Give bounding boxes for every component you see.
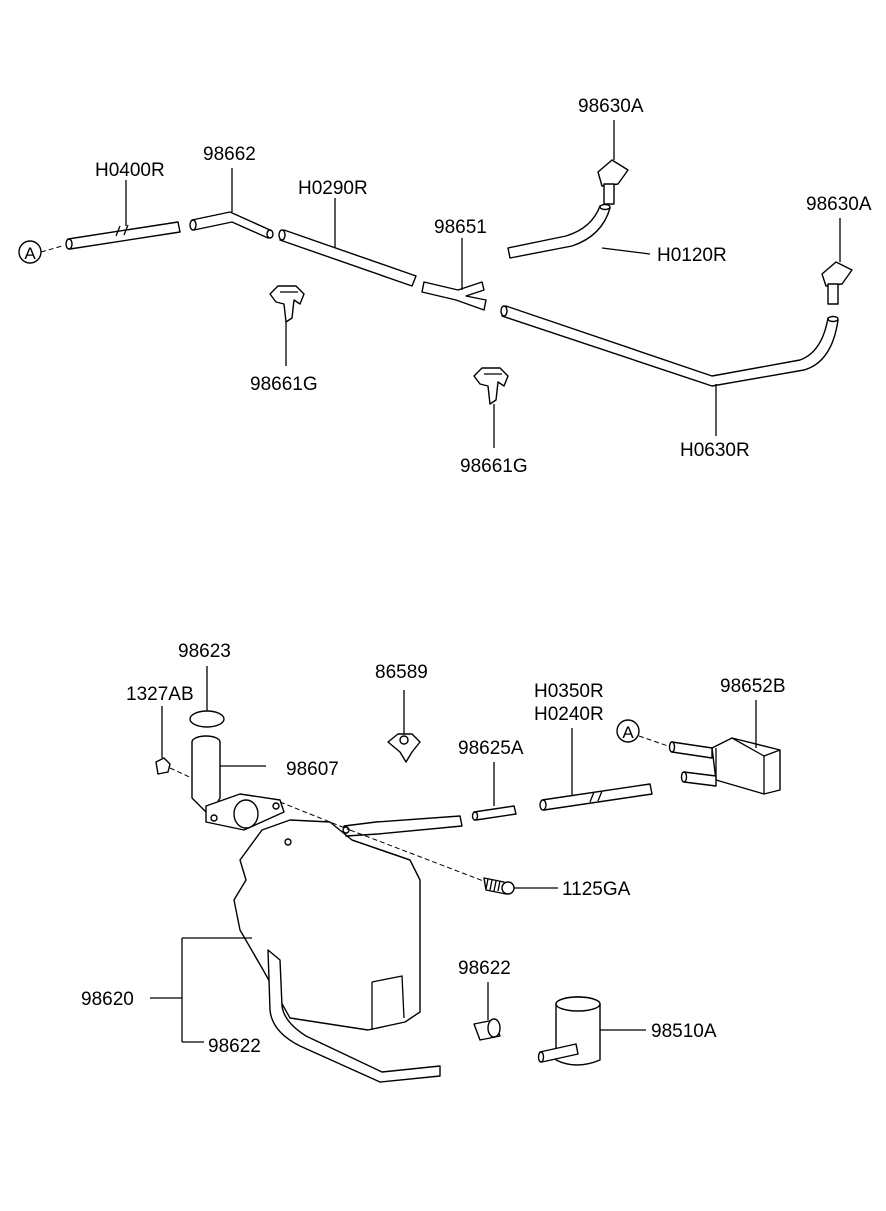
label-98623: 98623: [178, 641, 231, 662]
connector-a-label-bottom: A: [622, 723, 634, 742]
label-h0290r: H0290R: [298, 178, 368, 199]
clip-98661g-1: 98661G: [250, 285, 318, 395]
connector-a-marker-top: A: [18, 240, 63, 264]
label-98510a: 98510A: [651, 1021, 717, 1042]
label-98625a: 98625A: [458, 738, 524, 759]
tube-98662: 98662: [189, 144, 274, 239]
connector-a-label-top: A: [24, 244, 36, 263]
hose-h0630r: H0630R: [500, 305, 839, 461]
label-h0120r: H0120R: [657, 245, 727, 266]
hose-h0290r: H0290R: [278, 178, 417, 287]
label-h0350r: H0350R: [534, 681, 604, 702]
connector-a-marker-bottom: A: [616, 719, 669, 747]
nut-1327ab: 1327AB: [126, 684, 197, 781]
label-1327ab: 1327AB: [126, 684, 194, 705]
label-86589: 86589: [375, 662, 428, 683]
clip-86589: 86589: [375, 662, 428, 763]
label-98607: 98607: [286, 759, 339, 780]
pump-98510a: 98510A: [537, 996, 717, 1066]
label-98661g-2: 98661G: [460, 456, 528, 477]
tjoint-98651: 98651: [421, 217, 487, 311]
label-98630a-1: 98630A: [578, 96, 644, 117]
nozzle-98630a-2: 98630A: [806, 194, 872, 305]
label-98622-tank: 98622: [208, 1036, 261, 1057]
hose-h0350r-h0240r: H0350R H0240R: [534, 681, 653, 811]
reservoir-tank-98620: 98620 98622: [81, 819, 441, 1083]
label-1125ga: 1125GA: [562, 879, 631, 900]
label-98661g-1: 98661G: [250, 374, 318, 395]
label-98652b: 98652B: [720, 676, 786, 697]
grommet-98622: 98622: [458, 958, 511, 1041]
hose-h0400r: H0400R: [65, 160, 181, 250]
seal-98623: 98623: [178, 641, 231, 728]
nozzle-98630a-1: 98630A: [578, 96, 644, 205]
label-98630a-2: 98630A: [806, 194, 872, 215]
tank-outlet-tube: [279, 801, 487, 883]
check-valve-98652b: 98652B: [668, 676, 786, 795]
label-98620: 98620: [81, 989, 134, 1010]
label-h0240r: H0240R: [534, 704, 604, 725]
bolt-1125ga: 1125GA: [483, 877, 631, 900]
label-h0400r: H0400R: [95, 160, 165, 181]
clip-98661g-2: 98661G: [460, 367, 528, 477]
connector-98625a: 98625A: [458, 738, 524, 821]
label-98651: 98651: [434, 217, 487, 238]
hose-h0120r: H0120R: [507, 203, 727, 266]
label-h0630r: H0630R: [680, 440, 750, 461]
filler-neck-98607: 98607: [191, 735, 339, 831]
label-98662: 98662: [203, 144, 256, 165]
label-98622-grommet: 98622: [458, 958, 511, 979]
